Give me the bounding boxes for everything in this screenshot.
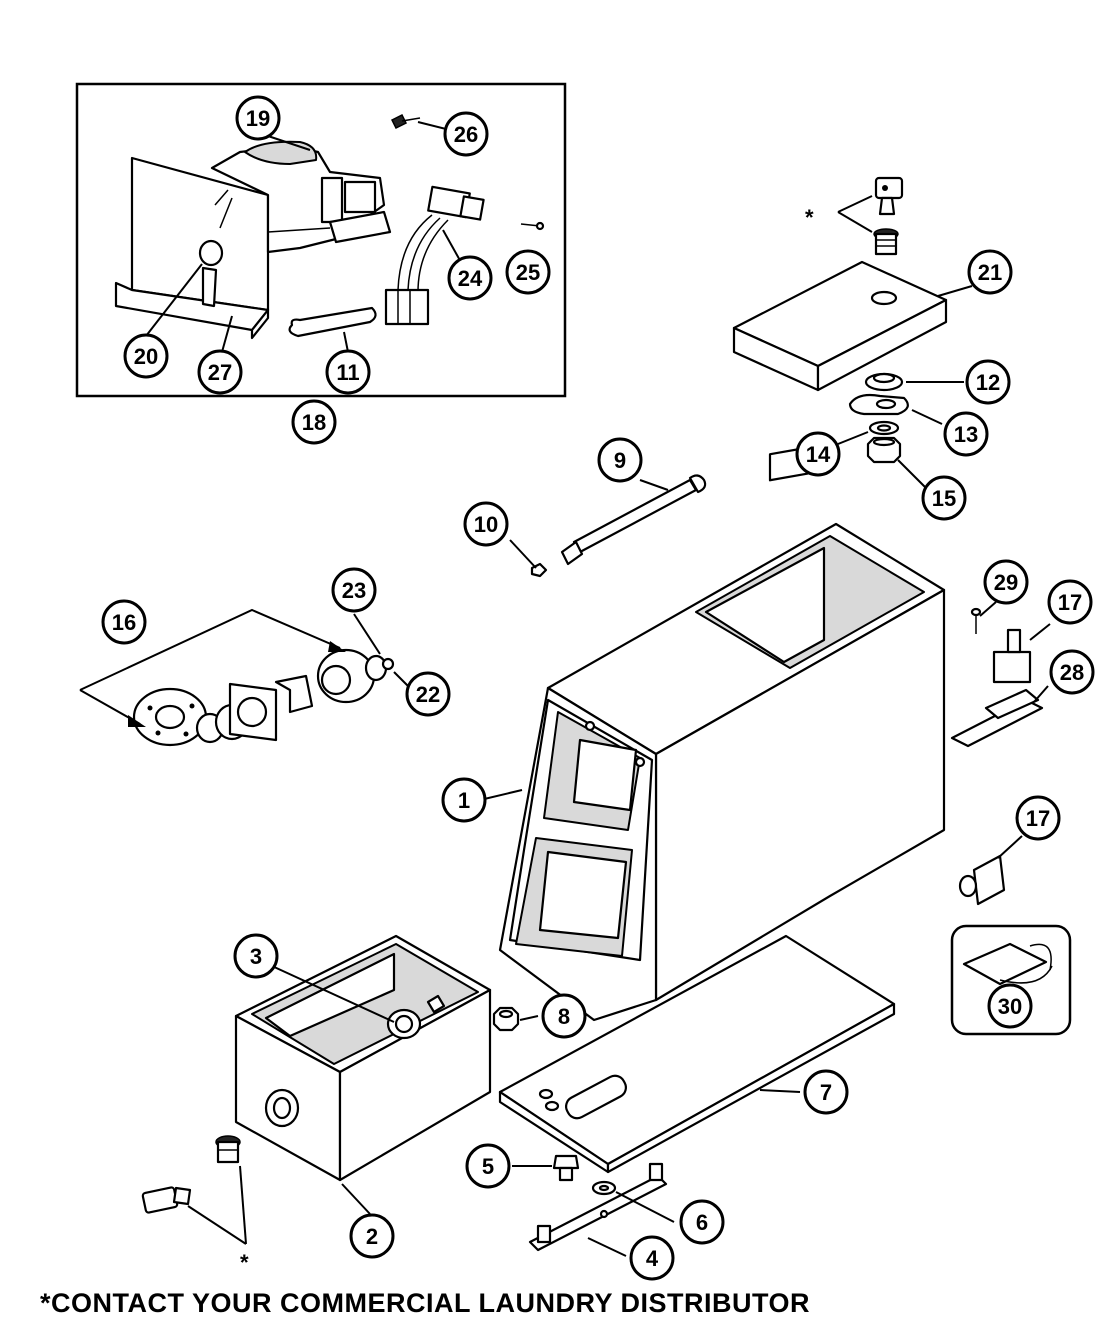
svg-text:20: 20 [134, 344, 158, 369]
rod-9 [560, 474, 707, 566]
part-30 [962, 942, 1053, 986]
lid-21 [732, 260, 948, 392]
key-top [874, 176, 904, 216]
svg-text:19: 19 [246, 106, 270, 131]
svg-text:17: 17 [1026, 806, 1050, 831]
svg-text:27: 27 [208, 360, 232, 385]
cam-13 [848, 393, 909, 416]
svg-text:14: 14 [806, 442, 831, 467]
svg-text:4: 4 [646, 1246, 659, 1271]
nut-15 [866, 436, 902, 464]
svg-text:18: 18 [302, 410, 326, 435]
callout-17-bottom: 17 [1015, 795, 1061, 841]
callout-12: 12 [965, 359, 1011, 405]
callout-11: 11 [325, 349, 371, 395]
nut-12 [864, 372, 904, 392]
svg-text:25: 25 [516, 260, 540, 285]
svg-text:7: 7 [820, 1080, 832, 1105]
callout-18: 18 [291, 399, 337, 445]
svg-text:9: 9 [614, 448, 626, 473]
cabinet-1 [498, 446, 946, 1022]
washer-14 [868, 420, 900, 436]
callout-7: 7 [803, 1069, 849, 1115]
bracket-4 [528, 1162, 668, 1252]
washer-6 [591, 1180, 617, 1196]
callout-26: 26 [443, 111, 489, 157]
wire-harness-24 [384, 185, 485, 326]
callout-6: 6 [679, 1199, 725, 1245]
screw-25 [520, 221, 545, 231]
svg-text:10: 10 [474, 512, 498, 537]
switch-17-bottom [958, 854, 1006, 906]
screw-26 [390, 113, 421, 130]
svg-text:26: 26 [454, 122, 478, 147]
svg-text:17: 17 [1058, 590, 1082, 615]
spring-clip-11 [288, 306, 377, 338]
callout-14: 14 [795, 431, 841, 477]
callout-9: 9 [597, 437, 643, 483]
callout-15: 15 [921, 475, 967, 521]
svg-text:16: 16 [112, 610, 136, 635]
callout-13: 13 [943, 411, 989, 457]
inset-frame-30 [950, 924, 1072, 1036]
svg-text:11: 11 [336, 360, 359, 385]
key-bottom [141, 1186, 192, 1214]
svg-text:13: 13 [954, 422, 978, 447]
svg-text:15: 15 [932, 486, 956, 511]
callout-25: 25 [505, 249, 551, 295]
svg-text:12: 12 [976, 370, 1000, 395]
switch-17-top [992, 628, 1032, 684]
callout-24: 24 [447, 255, 493, 301]
svg-text:24: 24 [458, 266, 483, 291]
bolt-5 [552, 1154, 580, 1182]
inset-frame-18 [75, 82, 567, 398]
callout-28: 28 [1049, 649, 1095, 695]
screw-29 [970, 607, 982, 634]
svg-text:6: 6 [696, 1210, 708, 1235]
base-plate-7 [498, 934, 896, 1174]
svg-text:1: 1 [458, 788, 470, 813]
lock-cylinder-top [873, 228, 899, 256]
asterisk-top: * [805, 205, 814, 230]
callout-16: 16 [101, 599, 147, 645]
lock-cylinder-bottom [215, 1135, 241, 1164]
svg-text:5: 5 [482, 1154, 494, 1179]
callout-21: 21 [967, 249, 1013, 295]
coin-box-2 [234, 934, 492, 1182]
leader-lines [145, 121, 1051, 1257]
svg-text:29: 29 [994, 570, 1018, 595]
coin-drop-assembly [114, 140, 392, 340]
callout-10: 10 [463, 501, 509, 547]
callout-29: 29 [983, 559, 1029, 605]
svg-text:28: 28 [1060, 660, 1084, 685]
callout-5: 5 [465, 1143, 511, 1189]
svg-text:22: 22 [416, 682, 440, 707]
callout-2: 2 [349, 1213, 395, 1259]
callout-4: 4 [629, 1235, 675, 1281]
callout-22: 22 [405, 671, 451, 717]
svg-text:23: 23 [342, 578, 366, 603]
callout-1: 1 [441, 777, 487, 823]
bracket-28 [950, 688, 1044, 748]
callout-27: 27 [197, 349, 243, 395]
nut-8 [492, 1006, 520, 1032]
callout-3: 3 [233, 933, 279, 979]
asterisk-bottom: * [240, 1250, 249, 1275]
svg-text:21: 21 [978, 260, 1002, 285]
callout-23: 23 [331, 567, 377, 613]
callout-17-top: 17 [1047, 579, 1093, 625]
callout-19: 19 [235, 95, 281, 141]
callout-20: 20 [123, 333, 169, 379]
svg-text:3: 3 [250, 944, 262, 969]
footnote: *CONTACT YOUR COMMERCIAL LAUNDRY DISTRIB… [40, 1288, 811, 1318]
callout-30: 30 [987, 983, 1033, 1029]
svg-text:2: 2 [366, 1224, 378, 1249]
svg-text:8: 8 [558, 1004, 570, 1029]
callout-8: 8 [541, 993, 587, 1039]
lock-assembly-16 [132, 648, 395, 747]
svg-text:30: 30 [998, 994, 1022, 1019]
